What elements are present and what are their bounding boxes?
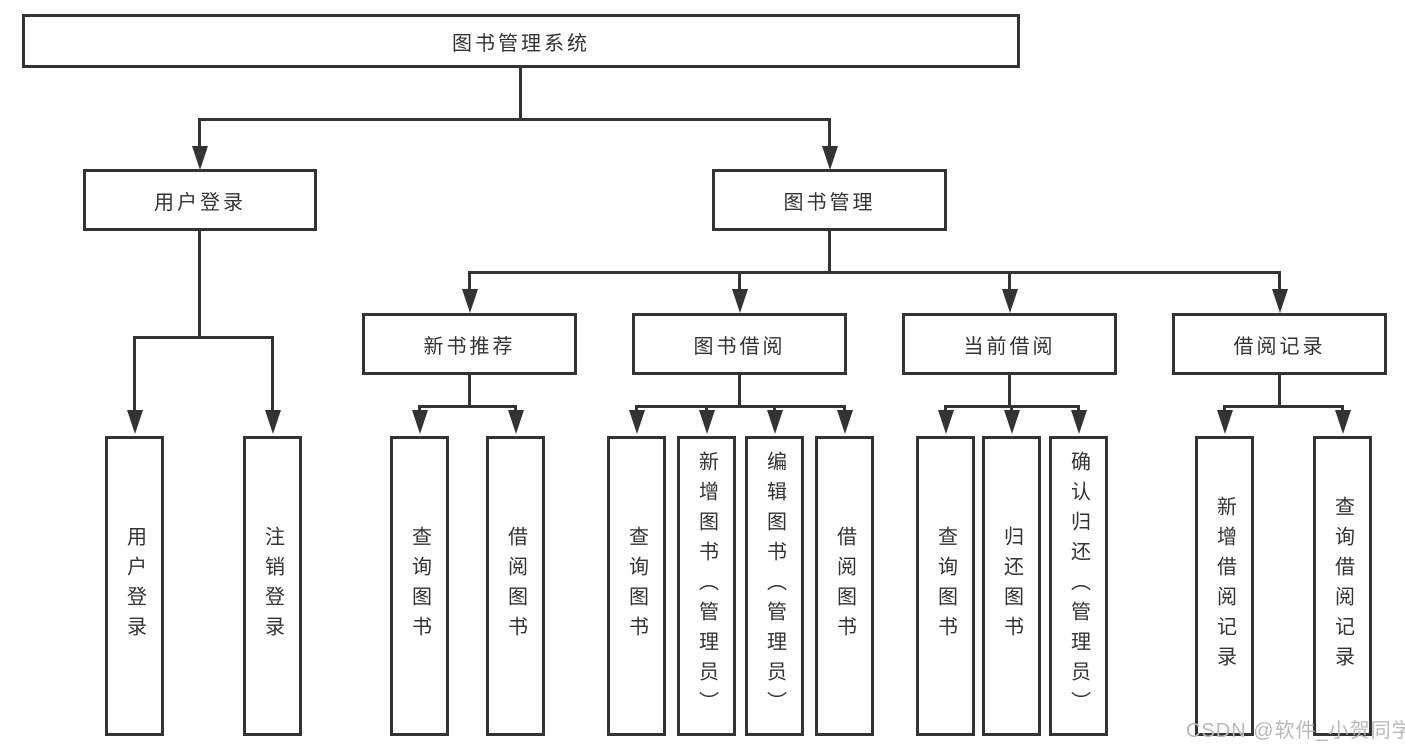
arrowhead-down-icon <box>629 410 645 434</box>
leaf-edit-books-admin: 编辑图书（管理员） <box>745 436 804 736</box>
connector-split <box>418 405 517 408</box>
arrowhead-down-icon <box>1335 410 1351 434</box>
node-label: 归还图书 <box>1000 526 1023 646</box>
connector-drop-leaf <box>1077 405 1080 414</box>
arrowhead-down-icon <box>127 410 143 434</box>
connector-drop-leaf <box>1341 405 1344 414</box>
leaf-add-borrowing-record: 新增借阅记录 <box>1195 436 1254 736</box>
arrowhead-down-icon <box>1071 410 1087 434</box>
connector-drop-leaf <box>635 405 638 414</box>
node-label: 查询图书 <box>408 526 431 646</box>
node-label: 新增图书（管理员） <box>695 451 718 721</box>
node-current-borrowing: 当前借阅 <box>902 313 1117 375</box>
node-label: 新增借阅记录 <box>1213 496 1236 676</box>
arrowhead-down-icon <box>1002 289 1018 313</box>
leaf-query-books-current: 查询图书 <box>916 436 975 736</box>
node-label: 注销登录 <box>261 526 284 646</box>
connector-drop-leaf <box>944 405 947 414</box>
node-label: 图书借阅 <box>693 335 786 358</box>
node-label: 借阅图书 <box>504 526 527 646</box>
leaf-add-books-admin: 新增图书（管理员） <box>677 436 736 736</box>
connector-root-split <box>198 118 831 121</box>
node-new-book-recommendation: 新书推荐 <box>362 313 577 375</box>
node-borrowing-records: 借阅记录 <box>1172 313 1387 375</box>
arrowhead-down-icon <box>1272 289 1288 313</box>
arrowhead-down-icon <box>767 410 783 434</box>
watermark: CSDN @软件_小贺同学 <box>1186 720 1405 742</box>
leaf-return-books: 归还图书 <box>982 436 1041 736</box>
node-label: 当前借阅 <box>963 335 1056 358</box>
leaf-logout: 注销登录 <box>243 436 302 736</box>
connector-book-management-stem <box>828 231 831 271</box>
connector-drop-leaf <box>1010 405 1013 414</box>
arrowhead-down-icon <box>699 410 715 434</box>
node-label: 用户登录 <box>154 191 246 214</box>
arrowhead-down-icon <box>192 146 208 170</box>
node-book-borrowing: 图书借阅 <box>632 313 847 375</box>
connector-drop-leaf <box>514 405 517 414</box>
connector-drop-leaf <box>773 405 776 414</box>
arrowhead-down-icon <box>1217 410 1233 434</box>
connector-drop-new-books <box>468 271 471 291</box>
node-label: 图书管理系统 <box>452 32 590 55</box>
connector-stem <box>1008 375 1011 405</box>
connector-user-login-stem <box>198 231 201 336</box>
node-label: 查询借阅记录 <box>1331 496 1354 676</box>
leaf-query-books-borrowing: 查询图书 <box>607 436 666 736</box>
connector-drop-current-borrowing <box>1008 271 1011 291</box>
connector-drop-leaf <box>705 405 708 414</box>
connector-drop-borrowing-records <box>1278 271 1281 291</box>
leaf-borrow-books-borrowing: 借阅图书 <box>815 436 874 736</box>
node-label: 图书管理 <box>783 191 876 214</box>
node-label: 确认归还（管理员） <box>1067 451 1090 721</box>
node-label: 新书推荐 <box>423 335 516 358</box>
node-label: 编辑图书（管理员） <box>763 451 786 721</box>
arrowhead-down-icon <box>938 410 954 434</box>
connector-root-stem <box>519 67 522 118</box>
connector-stem <box>738 375 741 405</box>
connector-drop-user-login <box>198 118 201 148</box>
node-label: 查询图书 <box>625 526 648 646</box>
arrowhead-down-icon <box>412 410 428 434</box>
connector-drop-leaf <box>1223 405 1226 414</box>
connector-book-management-split <box>468 271 1281 274</box>
connector-user-login-split <box>133 336 274 339</box>
connector-drop-leaf <box>418 405 421 414</box>
node-label: 查询图书 <box>934 526 957 646</box>
arrowhead-down-icon <box>1004 410 1020 434</box>
arrowhead-down-icon <box>837 410 853 434</box>
node-book-management: 图书管理 <box>712 169 947 231</box>
connector-stem <box>1278 375 1281 405</box>
connector-drop-leaf <box>133 336 136 412</box>
connector-drop-leaf <box>271 336 274 412</box>
arrowhead-down-icon <box>462 289 478 313</box>
connector-drop-leaf <box>843 405 846 414</box>
node-label: 借阅记录 <box>1233 335 1326 358</box>
connector-drop-book-borrowing <box>738 271 741 291</box>
node-library-management-system: 图书管理系统 <box>22 14 1020 68</box>
leaf-user-login: 用户登录 <box>105 436 164 736</box>
node-user-login: 用户登录 <box>83 169 317 231</box>
connector-split <box>635 405 846 408</box>
leaf-query-borrowing-record: 查询借阅记录 <box>1313 436 1372 736</box>
arrowhead-down-icon <box>508 410 524 434</box>
leaf-confirm-return-admin: 确认归还（管理员） <box>1049 436 1108 736</box>
connector-stem <box>468 375 471 405</box>
connector-split <box>1223 405 1344 408</box>
node-label: 借阅图书 <box>833 526 856 646</box>
node-label: 用户登录 <box>123 526 146 646</box>
leaf-query-books-recommend: 查询图书 <box>390 436 449 736</box>
leaf-borrow-books-recommend: 借阅图书 <box>486 436 545 736</box>
arrowhead-down-icon <box>265 410 281 434</box>
arrowhead-down-icon <box>822 146 838 170</box>
connector-drop-book-management <box>828 118 831 148</box>
arrowhead-down-icon <box>732 289 748 313</box>
